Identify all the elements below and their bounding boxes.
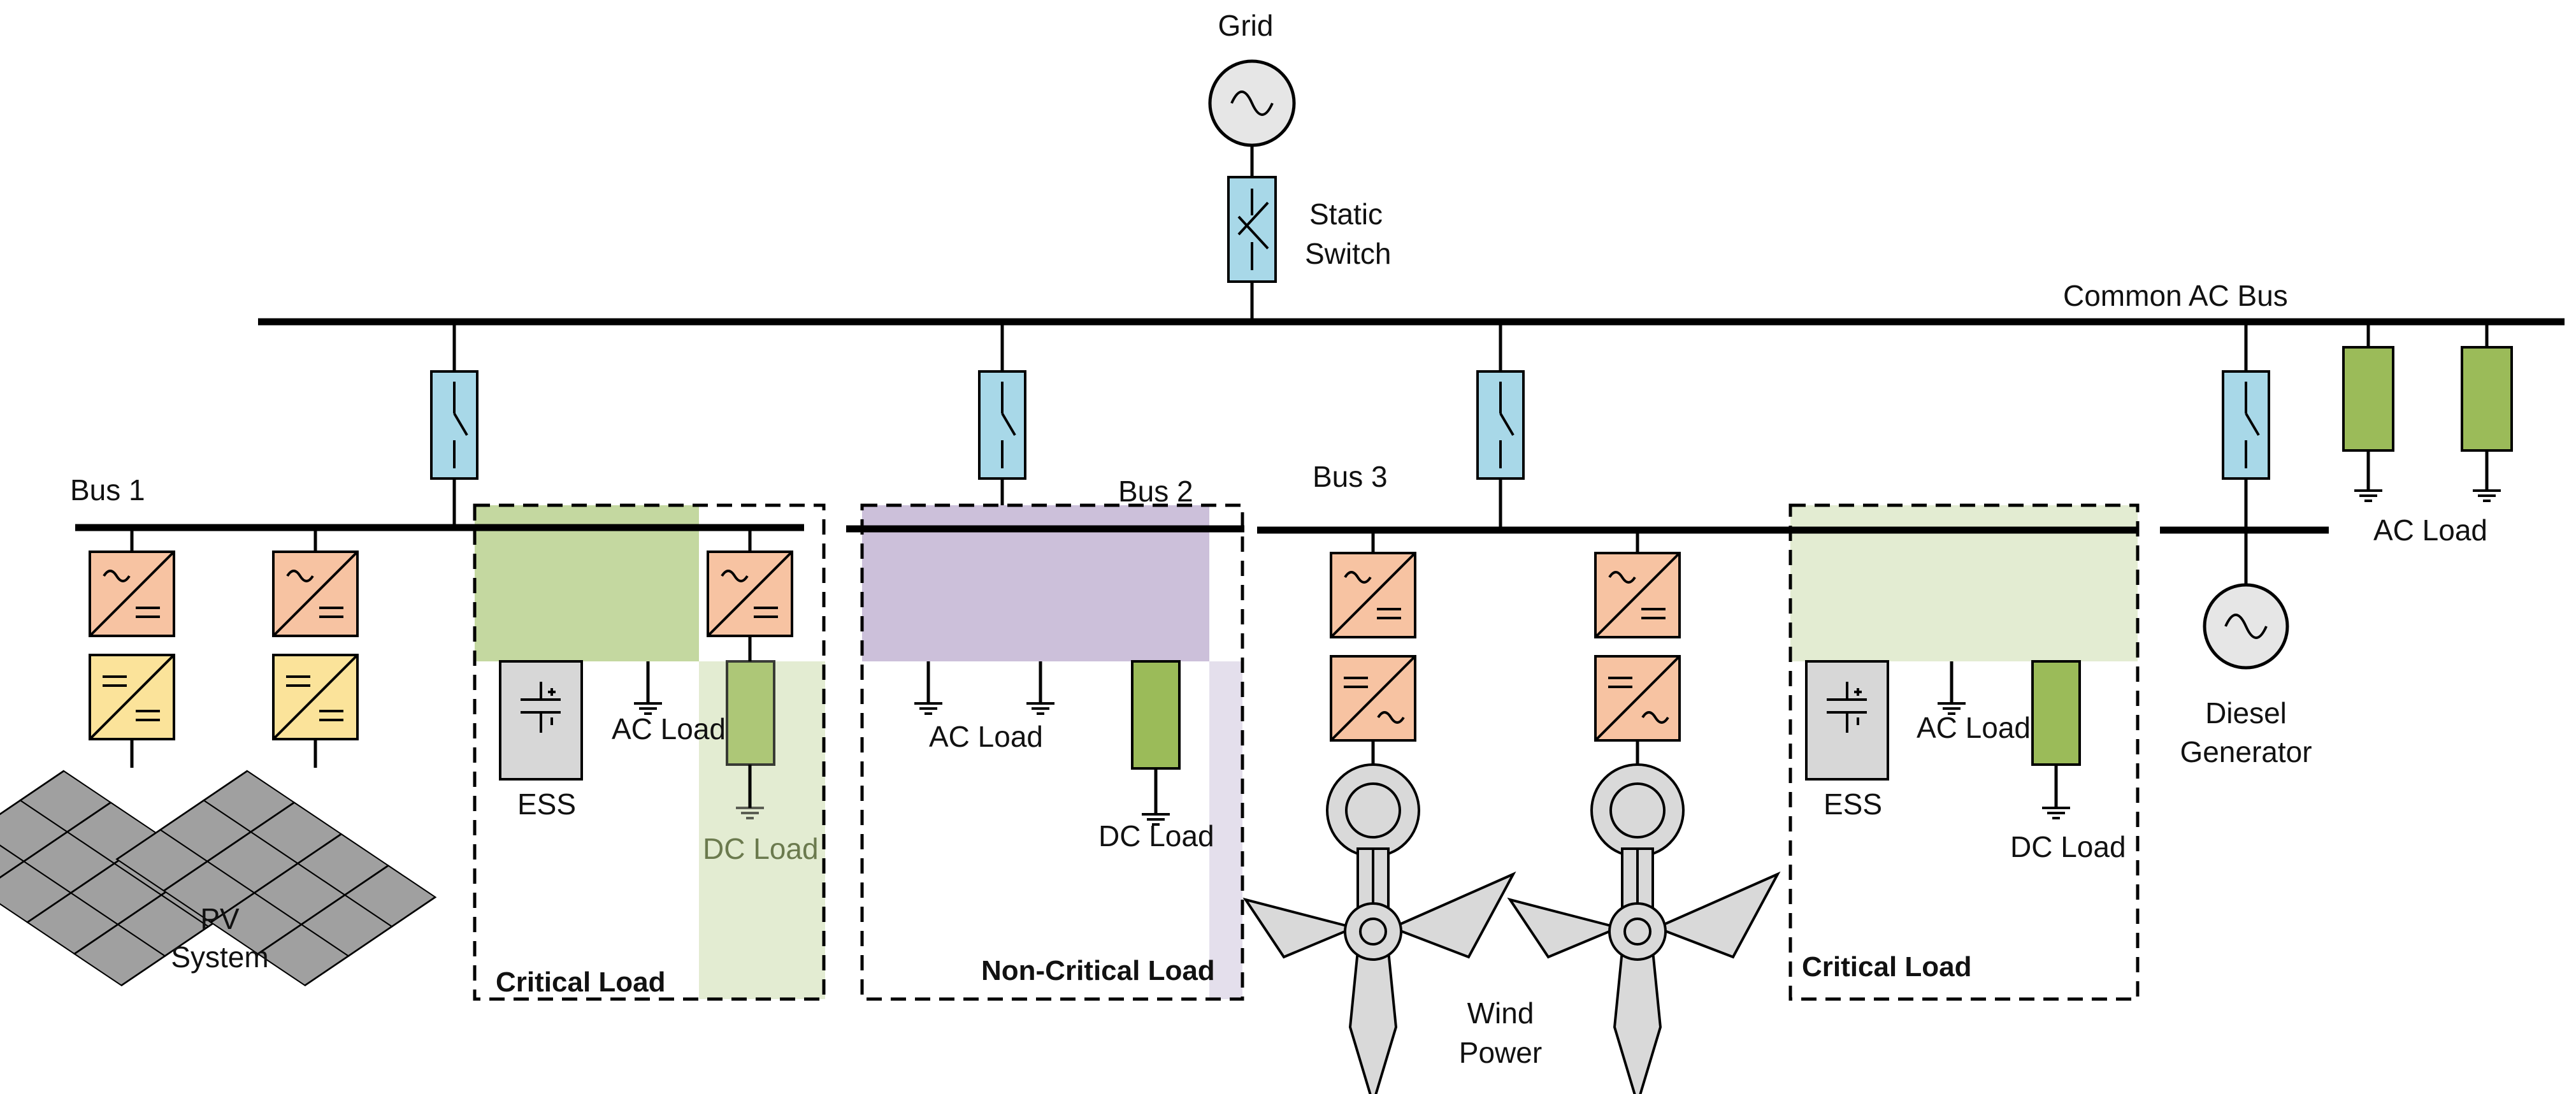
ac-source-icon — [1230, 90, 1274, 116]
ac-load-box-2 — [2461, 346, 2513, 452]
ac-load-label-1: AC Load — [612, 712, 726, 745]
pv-label-2: System — [171, 940, 268, 974]
breaker-icon[interactable] — [430, 370, 479, 480]
breaker-icon[interactable] — [1476, 370, 1525, 480]
dc-load-box-3 — [2031, 660, 2081, 766]
wind-turbine-icon — [1509, 763, 1779, 1094]
static-switch-label-2: Switch — [1305, 237, 1391, 270]
dc-load-label-1: DC Load — [703, 832, 819, 865]
ground-icon — [2041, 807, 2071, 819]
breaker-icon[interactable] — [978, 370, 1026, 480]
critical-load-label-2: Critical Load — [1802, 951, 1972, 982]
ac-source-icon — [2224, 614, 2268, 639]
bus-2-label: Bus 2 — [1118, 475, 1193, 508]
capacitor-icon — [521, 682, 561, 733]
wind-label-2: Power — [1459, 1036, 1542, 1069]
ac-dc-converter-icon — [272, 551, 359, 637]
diesel-generator — [2203, 583, 2289, 670]
static-switch-label-1: Static — [1309, 198, 1383, 231]
critical-load-label-1: Critical Load — [496, 967, 666, 998]
ac-dc-converter-icon — [1594, 552, 1681, 638]
ground-icon — [1025, 702, 1056, 715]
diesel-label-2: Generator — [2180, 735, 2312, 768]
non-critical-load-label: Non-Critical Load — [981, 955, 1215, 986]
dc-load-box-1 — [726, 660, 775, 766]
breaker-icon[interactable] — [2222, 370, 2270, 480]
dc-load-box-2 — [1131, 660, 1181, 770]
ess-label-1: ESS — [517, 788, 576, 821]
dc-ac-converter-icon — [1594, 655, 1681, 742]
static-switch[interactable] — [1227, 176, 1277, 283]
bus-1-label: Bus 1 — [70, 473, 145, 507]
non-critical-load-zone — [860, 503, 1244, 1001]
grid-label: Grid — [1218, 9, 1274, 42]
grid-source — [1208, 59, 1296, 147]
ac-load-box-1 — [2342, 346, 2394, 452]
ess-label-2: ESS — [1824, 788, 1882, 821]
common-ac-bus-label: Common AC Bus — [2063, 279, 2288, 312]
capacitor-icon — [1827, 682, 1867, 733]
pv-label-1: PV — [200, 902, 240, 935]
ac-dc-converter-icon — [89, 551, 175, 637]
ground-icon — [2472, 489, 2502, 502]
ac-load-label-3: AC Load — [1917, 711, 2031, 744]
dc-dc-converter-icon — [89, 654, 175, 740]
non-critical-load-zone-strip — [1209, 661, 1242, 999]
dc-dc-converter-icon — [272, 654, 359, 740]
diesel-label-1: Diesel — [2205, 696, 2287, 730]
ac-load-label-common: AC Load — [2373, 514, 2487, 547]
dc-ac-converter-icon — [1330, 655, 1416, 742]
ground-icon — [913, 702, 944, 715]
critical-load-zone-2 — [1788, 503, 2140, 1001]
ac-load-label-2: AC Load — [929, 720, 1043, 753]
critical-load-zone-1-fill — [475, 505, 699, 661]
ac-dc-converter-icon — [1330, 552, 1416, 638]
critical-load-zone-1 — [473, 503, 826, 1001]
dc-load-label-2: DC Load — [1098, 819, 1214, 853]
bus-3-label: Bus 3 — [1313, 460, 1388, 493]
ac-dc-converter-icon — [707, 551, 793, 637]
dc-load-label-3: DC Load — [2010, 830, 2126, 863]
ground-icon — [2353, 489, 2384, 502]
wind-label-1: Wind — [1467, 997, 1534, 1030]
